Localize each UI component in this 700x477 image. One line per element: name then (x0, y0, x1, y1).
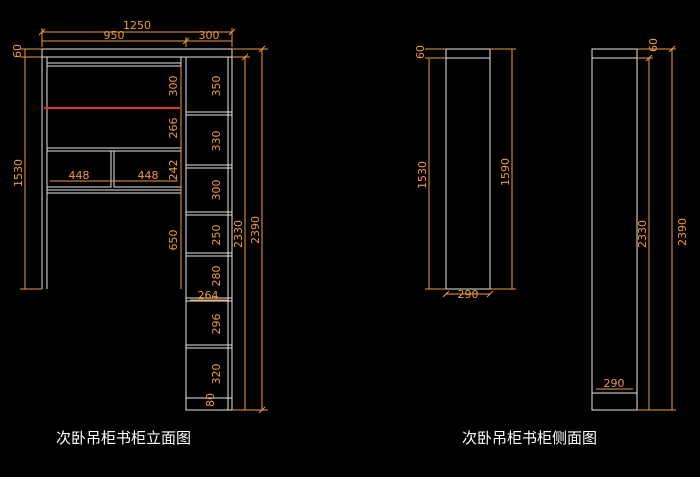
dim-upper-depth: 290 (458, 288, 479, 301)
dim-tall-overall: 2390 (676, 218, 689, 246)
dim-upper-top: 60 (414, 45, 427, 59)
dim-slash (442, 290, 450, 298)
dim-tower-shelf: 300 (210, 180, 223, 201)
dim-tower-shelf: 330 (210, 131, 223, 152)
dim-tower-overall-height: 2390 (249, 216, 262, 244)
upper-cabinet-side (445, 48, 491, 290)
dim-tower-inner-height: 2330 (232, 220, 245, 248)
dim-left-height: 1530 (12, 159, 25, 187)
dim-overall-width: 1250 (123, 19, 151, 32)
dim-slash (38, 28, 46, 36)
dim-top-shelf: 300 (167, 76, 180, 97)
side-elevation: 60 1530 1590 290 60 2330 2390 290 次卧吊柜书柜… (414, 38, 689, 447)
dim-upper-inner: 1530 (416, 161, 429, 189)
drawer-left (46, 150, 112, 188)
dim-drawer-left: 448 (69, 169, 90, 182)
front-view-caption: 次卧吊柜书柜立面图 (56, 429, 191, 447)
dim-lower-open: 650 (167, 230, 180, 251)
dim-slash (182, 37, 190, 45)
dim-tall-inner: 2330 (636, 220, 649, 248)
dim-tall-depth: 290 (604, 377, 625, 390)
dim-tower-shelf: 350 (210, 76, 223, 97)
tower-outer (185, 56, 233, 411)
tall-cabinet-side (591, 48, 638, 411)
side-view-caption: 次卧吊柜书柜侧面图 (462, 429, 597, 447)
dim-drawer-right: 448 (138, 169, 159, 182)
dim-upper-overall: 1590 (499, 158, 512, 186)
dim-drawer-height: 242 (167, 160, 180, 181)
dim-left-width: 950 (104, 29, 125, 42)
dim-tower-shelf: 320 (210, 364, 223, 385)
dim-right-width: 300 (199, 29, 220, 42)
front-elevation: 1250 950 300 60 1530 300 266 242 650 448… (11, 19, 268, 447)
dim-slash (258, 406, 266, 414)
dim-tall-top: 60 (647, 38, 660, 52)
dim-slash (486, 290, 494, 298)
dim-depth-label: 264 (198, 289, 219, 302)
dim-tower-shelf: 250 (210, 225, 223, 246)
top-board (41, 48, 233, 58)
dim-slash (241, 53, 249, 61)
dim-slash (228, 28, 236, 36)
dim-middle-shelf: 266 (167, 118, 180, 139)
dim-tower-shelf: 280 (210, 266, 223, 287)
dim-tower-shelf: 296 (210, 314, 223, 335)
dim-top-panel: 60 (11, 44, 24, 58)
dim-slash (258, 45, 266, 53)
dim-tower-shelf: 80 (204, 393, 217, 407)
dim-slash (668, 45, 676, 53)
dim-slash (645, 54, 653, 62)
